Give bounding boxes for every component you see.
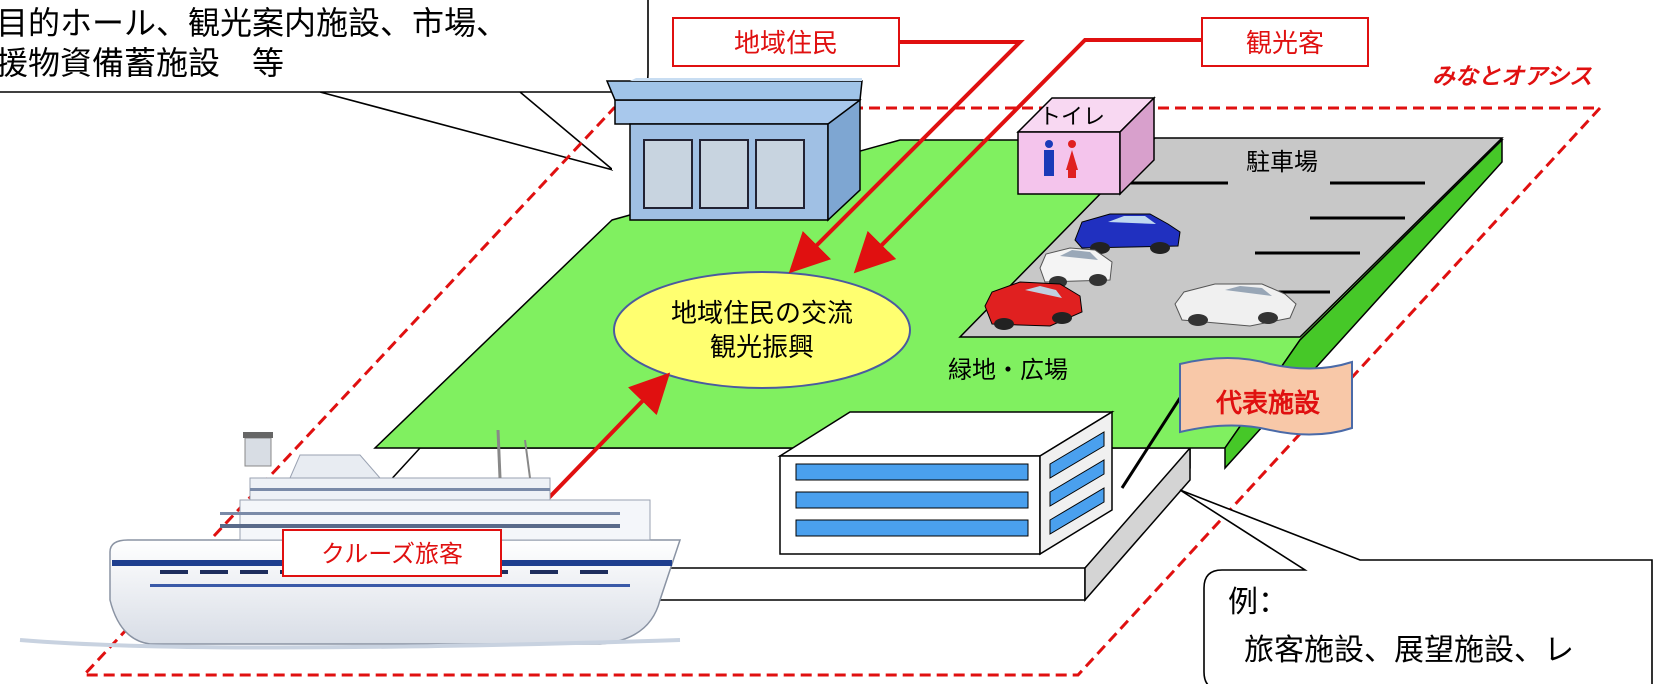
center-text-line1: 地域住民の交流 bbox=[671, 299, 853, 329]
cruise-passengers-label: クルーズ旅客 bbox=[321, 540, 463, 568]
callout-bottom-line2: 旅客施設、展望施設、レ bbox=[1244, 633, 1574, 668]
tourists-box bbox=[1201, 17, 1369, 67]
representative-facility-flag bbox=[1179, 357, 1353, 436]
car-blue bbox=[1074, 213, 1181, 254]
cruise-ship-image bbox=[19, 429, 682, 650]
green-plaza-label: 緑地・広場 bbox=[948, 356, 1068, 384]
cruise-passengers-box bbox=[282, 529, 502, 577]
arrow-local-residents bbox=[788, 40, 1025, 274]
center-text-line2: 観光振興 bbox=[710, 333, 814, 363]
toilet-icon bbox=[1044, 140, 1078, 178]
callout-top-line1: 目的ホール、観光案内施設、市場、 bbox=[0, 4, 508, 42]
parking-label: 駐車場 bbox=[1246, 148, 1318, 176]
parking-lot bbox=[958, 137, 1504, 338]
toilet-building bbox=[1016, 96, 1156, 196]
tourists-label: 観光客 bbox=[1246, 29, 1324, 59]
car-white-2 bbox=[1174, 283, 1297, 327]
flag-connector-line bbox=[1120, 397, 1182, 489]
minato-oasis-label: みなとオアシス bbox=[1432, 64, 1592, 90]
local-residents-box bbox=[672, 17, 900, 67]
car-red bbox=[984, 281, 1083, 330]
representative-facility-label: 代表施設 bbox=[1215, 388, 1321, 419]
center-ellipse bbox=[613, 271, 911, 389]
representative-building bbox=[777, 410, 1115, 556]
toilet-label: トイレ bbox=[1039, 105, 1105, 130]
bottom-callout-bubble bbox=[1179, 489, 1653, 684]
arrow-tourists bbox=[853, 38, 1202, 274]
local-residents-label: 地域住民 bbox=[734, 29, 838, 59]
top-building bbox=[605, 78, 863, 222]
callout-top-line2: 援物資備蓄施設 等 bbox=[0, 44, 284, 82]
callout-bottom-line1: 例： bbox=[1228, 585, 1288, 620]
